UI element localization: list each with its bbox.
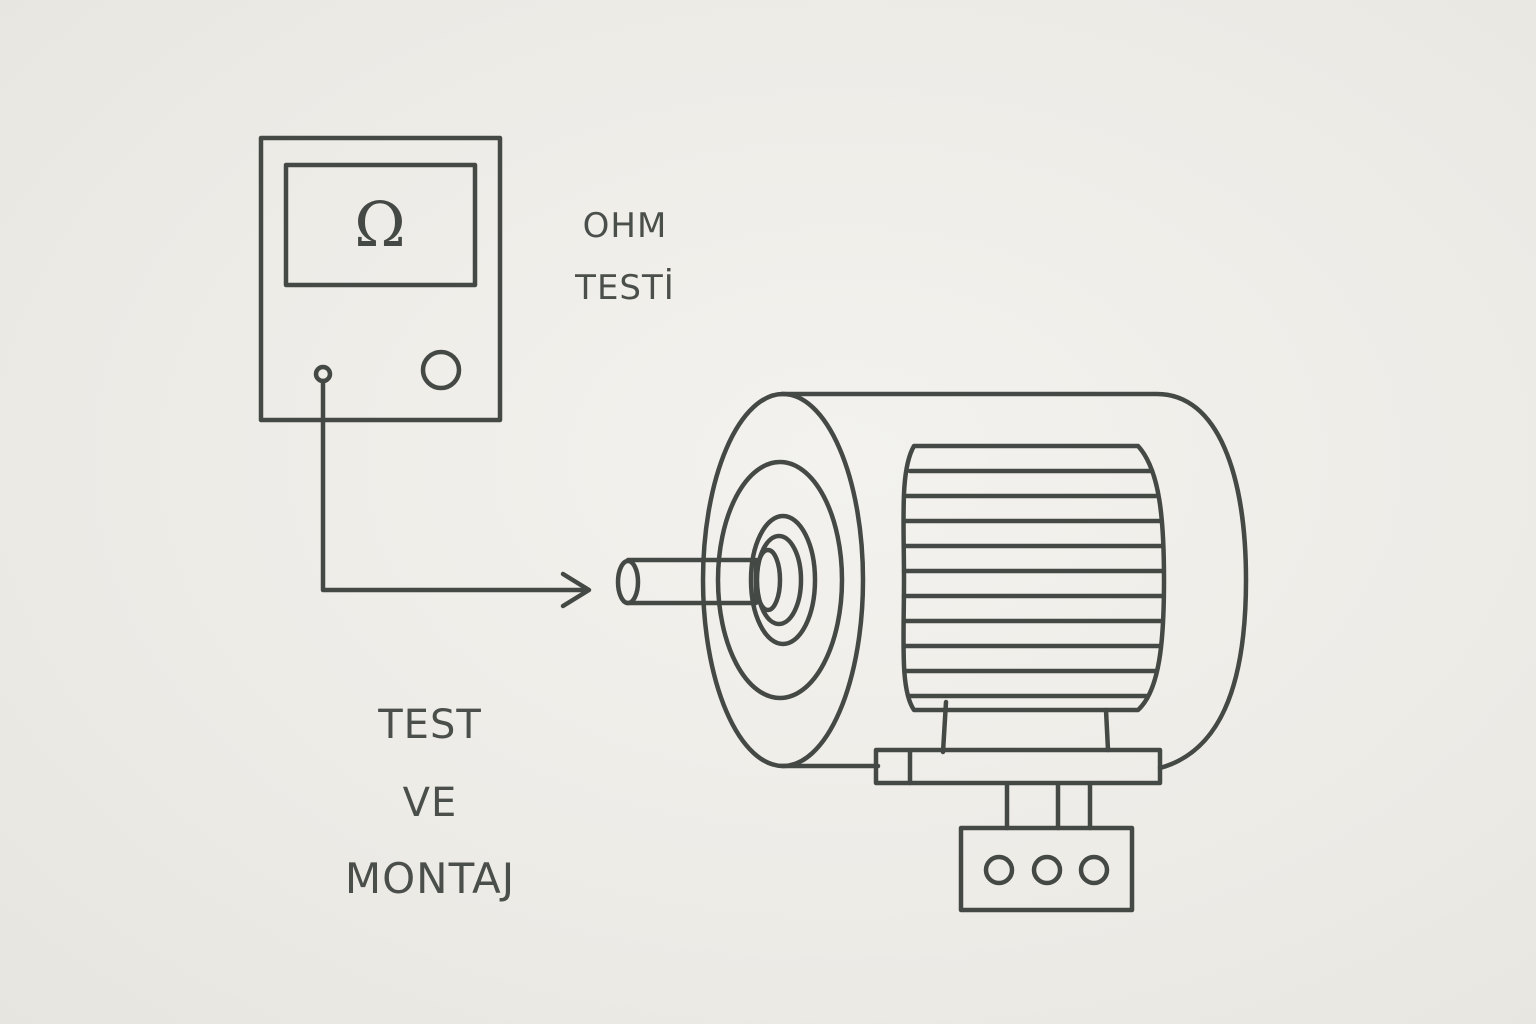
terminal-screw-2 — [1031, 854, 1063, 886]
electric-motor-icon — [615, 391, 1249, 913]
cooling-fins — [901, 468, 1166, 699]
ohmmeter-body — [258, 135, 503, 423]
ohmmeter-knob — [420, 349, 462, 391]
end-cap-outer — [700, 391, 866, 769]
mount-leg-right — [1103, 707, 1111, 753]
motor-housing — [779, 391, 1249, 771]
motor-shaft — [625, 557, 759, 606]
ohmmeter-display — [283, 162, 478, 288]
ohm-test-label-line1: OHM — [582, 206, 668, 246]
terminal-box — [958, 825, 1135, 913]
test-lead-wire — [320, 378, 591, 593]
mounting-base — [873, 747, 1163, 786]
test-lead-arrow — [320, 378, 592, 609]
ohmmeter-icon — [258, 135, 503, 423]
shaft-end — [615, 558, 641, 606]
mount-leg-left — [940, 699, 949, 755]
terminal-screw-3 — [1078, 854, 1110, 886]
bearing-outer — [748, 513, 818, 647]
arrow-head-icon — [560, 571, 592, 609]
bearing-hub — [753, 547, 783, 613]
end-cap-inner — [715, 459, 845, 701]
ohm-test-label-line2: TESTİ — [575, 268, 675, 308]
assembly-label-line2: VE — [402, 780, 458, 826]
ohm-symbol: Ω — [354, 188, 406, 261]
assembly-label-line1: TEST — [378, 702, 482, 748]
assembly-label-line3: MONTAJ — [344, 854, 516, 903]
terminal-screw-1 — [983, 854, 1015, 886]
